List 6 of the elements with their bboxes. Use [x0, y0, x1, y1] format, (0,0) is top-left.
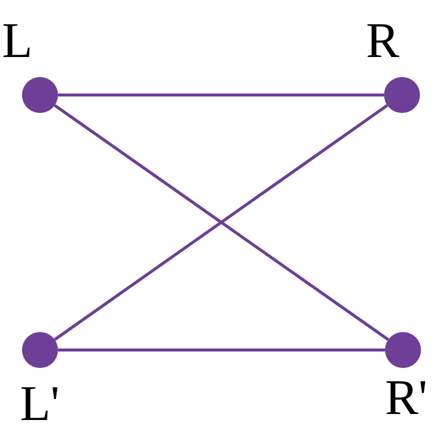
connector-line	[58, 94, 384, 96]
connector-line	[58, 348, 385, 352]
vertex-label: R'	[385, 372, 428, 422]
vertex-label: L'	[20, 378, 60, 428]
vertex-label: R	[366, 15, 400, 65]
vertex-label: L	[2, 15, 33, 65]
